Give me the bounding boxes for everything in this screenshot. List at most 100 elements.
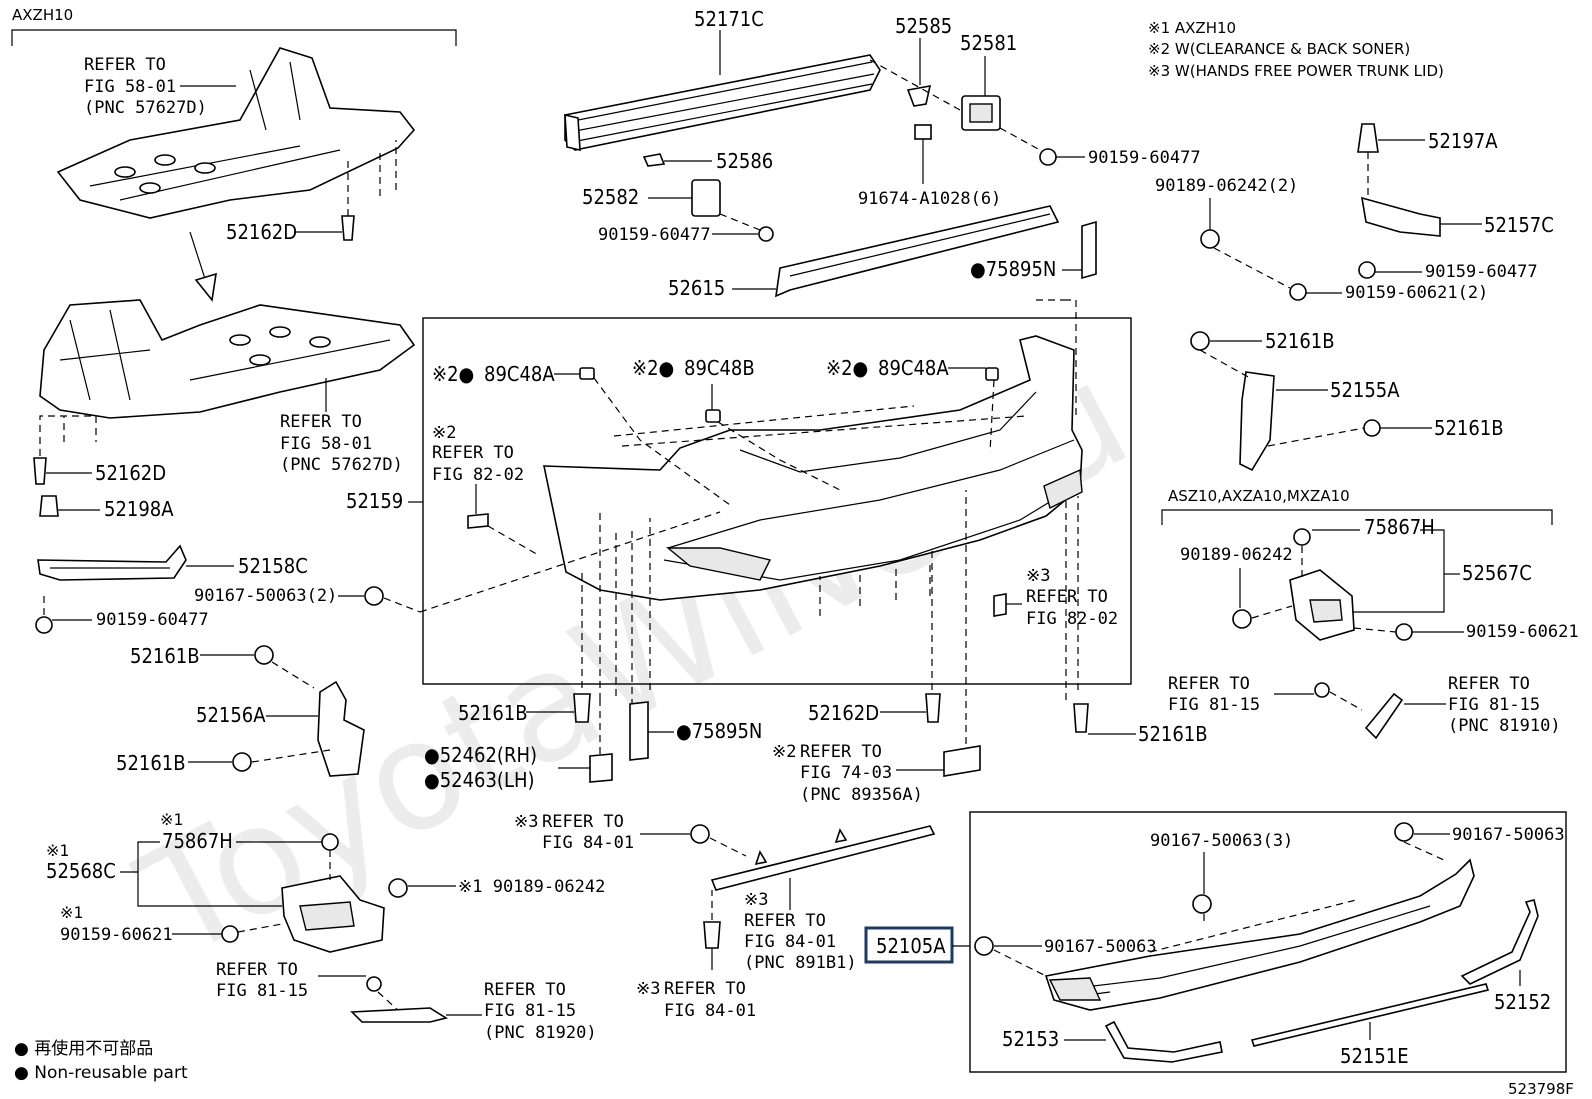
svg-text:REFER TO: REFER TO — [542, 812, 624, 832]
label-52462: ●52462(RH) — [424, 743, 537, 767]
label-90189-06242-2: 90189-06242(2) — [1155, 176, 1298, 196]
svg-text:※2: ※2 — [772, 742, 796, 762]
refer-84-01-c: ※3 REFER TO FIG 84-01 — [636, 979, 756, 1021]
label-90167-50063-2: 90167-50063(2) — [194, 586, 337, 606]
part-52105A-spoiler — [1044, 858, 1475, 1011]
spoiler-assembly-box — [969, 811, 1567, 1073]
part-90159-60477-b — [758, 226, 774, 242]
part-90159-60477-c — [1358, 261, 1376, 279]
part-undercover-lower — [39, 299, 416, 419]
label-52197A: 52197A — [1428, 129, 1498, 153]
label-75895N-top: ●75895N — [970, 257, 1056, 281]
part-52158C — [37, 544, 187, 581]
part-clip-84-01-c — [703, 921, 721, 949]
mark-89C48B: ※2● — [632, 356, 674, 380]
label-75867H-right: 75867H — [1364, 515, 1435, 539]
refer-82-02-left: ※2 REFER TO FIG 82-02 — [432, 423, 524, 485]
part-52198A — [39, 495, 59, 517]
label-52582: 52582 — [582, 185, 639, 209]
part-52568C — [281, 875, 385, 953]
label-91674: 91674-A1028(6) — [858, 189, 1001, 209]
svg-text:FIG 84-01: FIG 84-01 — [664, 1001, 756, 1021]
part-89C48B — [705, 409, 721, 423]
svg-text:REFER TO: REFER TO — [744, 911, 826, 931]
refer-58-01-a: REFER TO FIG 58-01 (PNC 57627D) — [84, 55, 207, 118]
svg-text:(PNC 57627D): (PNC 57627D) — [84, 98, 207, 118]
part-75867H-left — [321, 833, 339, 851]
label-52161B-rb: 52161B — [1138, 722, 1208, 746]
part-52567C — [1289, 569, 1355, 641]
part-52586 — [642, 153, 666, 167]
label-52586: 52586 — [716, 149, 773, 173]
label-52162D-c: 52162D — [808, 701, 879, 725]
label-52171C: 52171C — [694, 7, 764, 31]
mark-89C48A-right: ※2● — [826, 356, 868, 380]
label-52162D-a: 52162D — [226, 220, 297, 244]
legend: ● 再使用不可部品 ● Non-reusable part — [14, 1038, 188, 1083]
svg-text:FIG 84-01: FIG 84-01 — [542, 833, 634, 853]
part-90159-60477-d — [35, 616, 53, 634]
label-90159-60621-right: 90159-60621 — [1466, 622, 1579, 642]
part-52161B-c — [573, 693, 591, 723]
svg-text:REFER TO: REFER TO — [1026, 587, 1108, 607]
part-52161B-l1 — [254, 645, 274, 665]
refer-81-15-r1: REFER TO FIG 81-15 — [1168, 674, 1260, 715]
svg-text:REFER TO: REFER TO — [216, 960, 298, 980]
label-52151E: 52151E — [1340, 1044, 1409, 1068]
part-90167-50063-2 — [364, 586, 384, 606]
group-label-asz10: ASZ10,AXZA10,MXZA10 — [1168, 487, 1350, 505]
svg-text:※2 W(CLEARANCE & BACK SONER): ※2 W(CLEARANCE & BACK SONER) — [1148, 40, 1410, 58]
part-75867H-right — [1293, 528, 1311, 546]
svg-text:FIG 58-01: FIG 58-01 — [84, 77, 176, 97]
label-52585: 52585 — [895, 14, 952, 38]
refer-58-01-b: REFER TO FIG 58-01 (PNC 57627D) — [280, 412, 403, 475]
svg-text:(PNC 57627D): (PNC 57627D) — [280, 455, 403, 475]
label-52105A[interactable]: 52105A — [876, 934, 946, 958]
refer-84-01-b: ※3 REFER TO FIG 84-01 (PNC 891B1) — [744, 890, 857, 973]
label-90189-06242-right: 90189-06242 — [1180, 545, 1293, 565]
label-90159-60477-d: 90159-60477 — [96, 610, 209, 630]
label-52162D-b: 52162D — [95, 461, 166, 485]
svg-text:FIG 58-01: FIG 58-01 — [280, 434, 372, 454]
label-90159-60477-a: 90159-60477 — [1088, 148, 1201, 168]
highlight-52105A[interactable] — [864, 926, 954, 964]
label-52161B-c: 52161B — [458, 701, 528, 725]
label-52156A: 52156A — [196, 703, 266, 727]
part-52162D-c — [925, 693, 941, 723]
svg-text:FIG 81-15: FIG 81-15 — [484, 1001, 576, 1021]
refer-74-03: ※2 REFER TO FIG 74-03 (PNC 89356A) — [772, 742, 923, 805]
part-91674-bolt — [914, 124, 932, 165]
label-52159: 52159 — [346, 489, 403, 513]
svg-text:※3: ※3 — [744, 890, 768, 910]
label-90189-06242-left: ※1 90189-06242 — [458, 877, 605, 897]
part-89C48A-left — [579, 367, 595, 380]
part-90189-06242-left — [388, 878, 408, 898]
svg-text:(PNC 81920): (PNC 81920) — [484, 1023, 597, 1043]
group-label-axzh10: AXZH10 — [12, 6, 73, 24]
part-90159-60477-a — [1039, 148, 1057, 166]
part-undercover-upper — [56, 47, 416, 219]
label-52157C: 52157C — [1484, 213, 1554, 237]
svg-text:※3: ※3 — [514, 812, 538, 832]
part-52161B-r2 — [1363, 419, 1381, 437]
label-52615: 52615 — [668, 276, 725, 300]
svg-text:※1 AXZH10: ※1 AXZH10 — [1148, 19, 1236, 37]
svg-text:REFER TO: REFER TO — [1168, 674, 1250, 694]
svg-text:REFER TO: REFER TO — [280, 412, 362, 432]
part-52197A — [1357, 123, 1379, 153]
bumper-assembly-box — [422, 317, 1132, 685]
label-89C48A-right: 89C48A — [878, 356, 949, 380]
label-52152: 52152 — [1494, 990, 1551, 1014]
part-clip-81-15-r — [1314, 682, 1330, 698]
part-sensor-bracket-891B1 — [710, 825, 936, 891]
part-52153 — [1104, 1020, 1223, 1063]
part-clip-81-15-l — [366, 976, 382, 992]
part-90159-60621-right — [1395, 623, 1413, 641]
label-90167-50063-r: 90167-50063 — [1452, 825, 1565, 845]
part-clip-84-01 — [690, 824, 710, 844]
svg-text:FIG 81-15: FIG 81-15 — [1448, 695, 1540, 715]
part-52155A — [1239, 371, 1275, 472]
label-75867H-left: 75867H — [162, 829, 233, 853]
label-52161B-l2: 52161B — [116, 751, 186, 775]
